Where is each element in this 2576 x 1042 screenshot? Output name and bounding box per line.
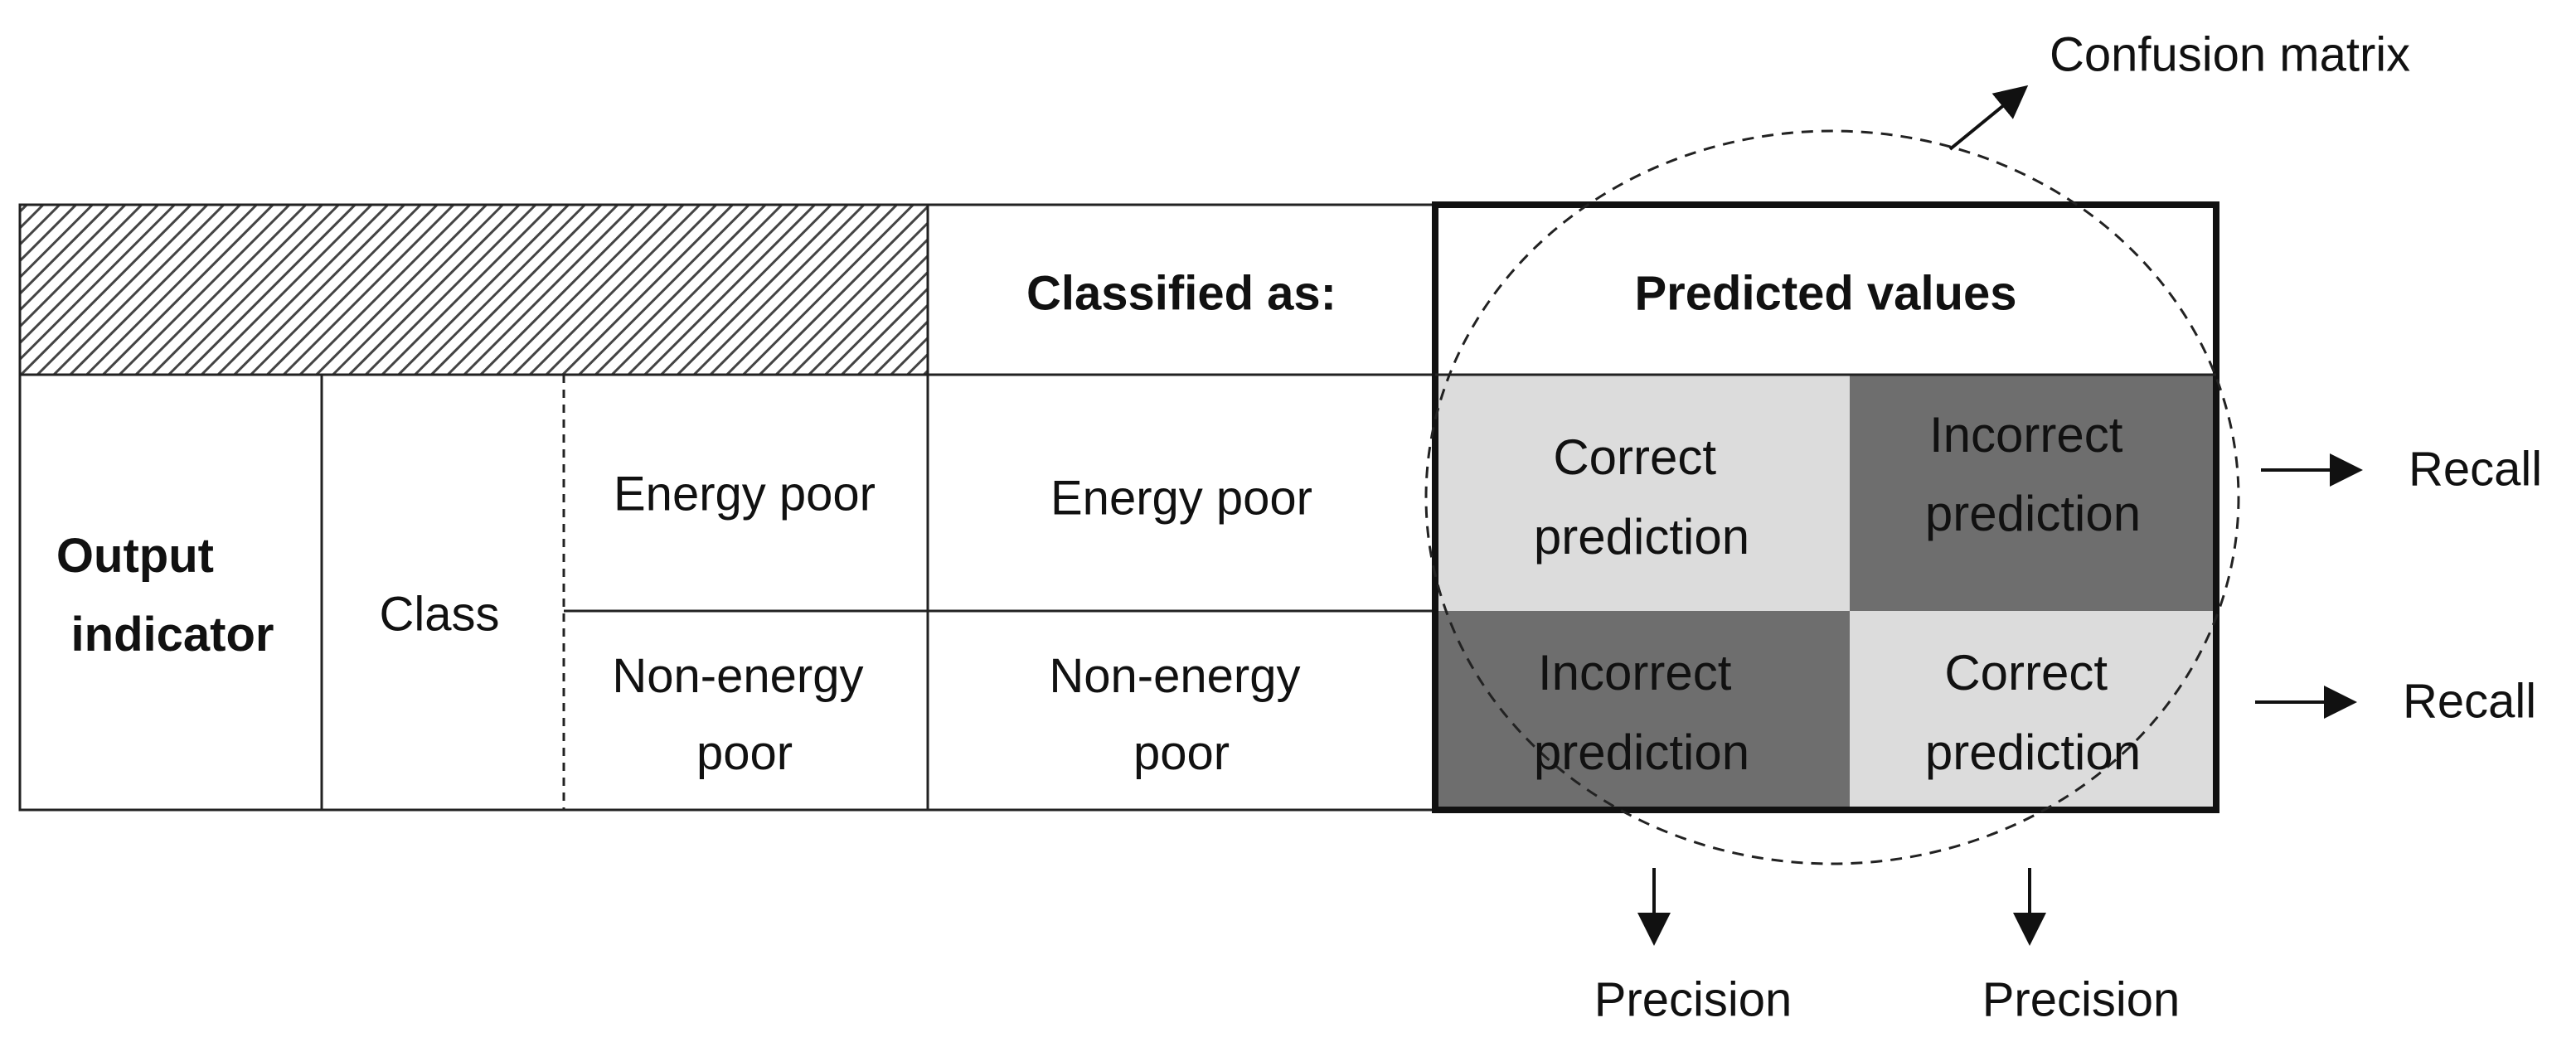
matrix-cell-correct-2 <box>1850 611 2216 810</box>
confusion-matrix-arrow <box>1948 85 2029 151</box>
confusion-matrix-ellipse <box>1424 129 2240 865</box>
confusion-matrix-label: Confusion matrix <box>2050 27 2410 81</box>
row-non-energy-poor-label: Non-energy poor <box>612 649 876 780</box>
classified-energy-poor: Energy poor <box>1050 471 1312 525</box>
row-energy-poor-label: Energy poor <box>614 467 876 521</box>
classified-non-energy-poor: Non-energy poor <box>1049 649 1313 780</box>
predicted-values-header: Predicted values <box>1635 266 2017 320</box>
cell-11-text: Correct prediction <box>1534 429 1749 565</box>
precision-label-col2: Precision <box>1982 972 2181 1026</box>
matrix-cell-incorrect-2 <box>1435 611 1850 810</box>
class-label: Class <box>379 587 499 641</box>
matrix-cell-correct-1 <box>1435 375 1850 611</box>
matrix-cell-incorrect-1 <box>1850 375 2216 611</box>
recall-label-row2: Recall <box>2403 674 2536 728</box>
recall-label-row1: Recall <box>2409 442 2542 496</box>
cell-22-text: Correct prediction <box>1925 645 2141 780</box>
matrix-outline <box>1432 201 2219 813</box>
precision-label-col1: Precision <box>1594 972 1793 1026</box>
classified-as-header: Classified as: <box>1026 266 1337 320</box>
hatched-header-cell <box>18 203 929 376</box>
cell-12-text: Incorrect prediction <box>1925 407 2141 541</box>
output-indicator-label: Output indicator <box>56 529 274 662</box>
cell-21-text: Incorrect prediction <box>1534 645 1749 780</box>
